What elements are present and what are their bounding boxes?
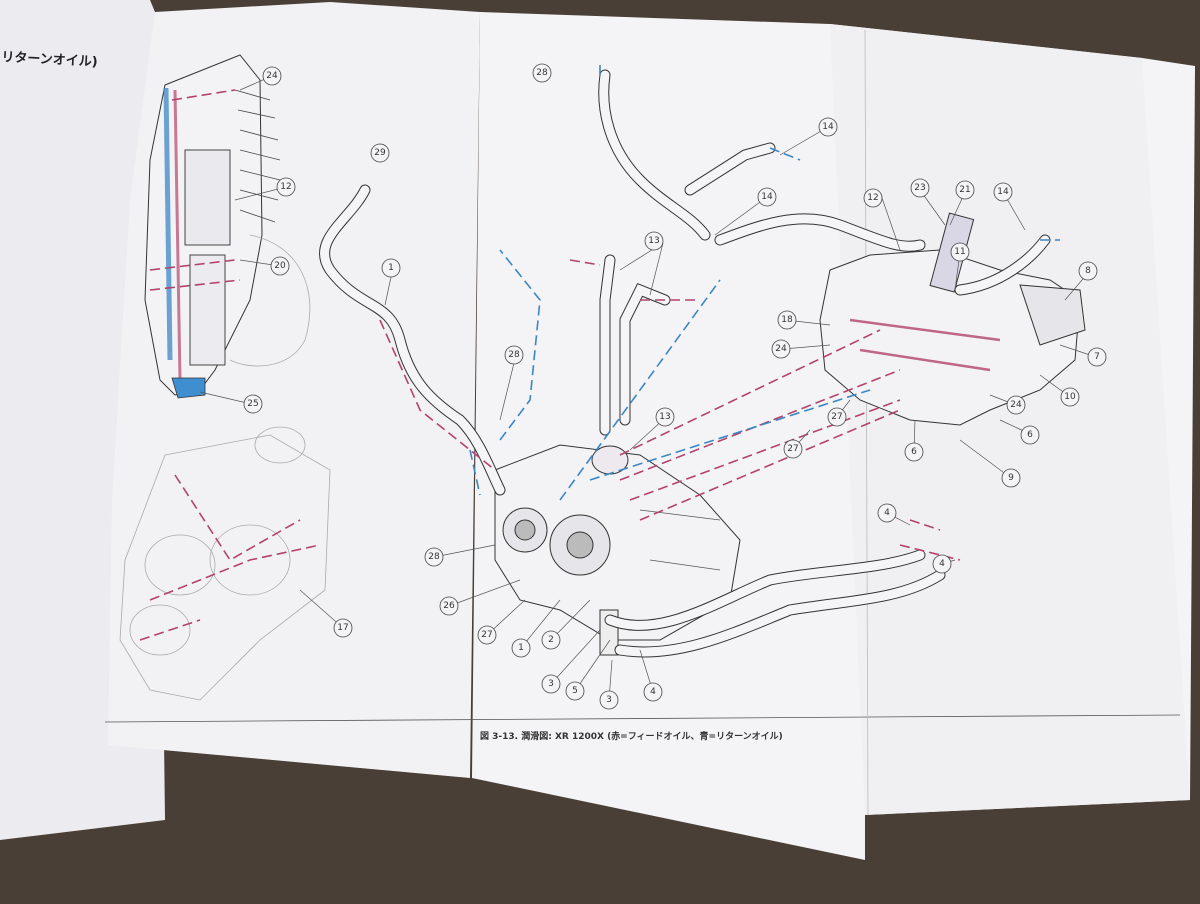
callout-11: 11 (950, 242, 970, 262)
leader-lines (199, 75, 1097, 701)
svg-text:6: 6 (911, 447, 917, 457)
callout-27-mid: 27 (783, 439, 803, 459)
callout-5: 5 (565, 681, 585, 701)
callout-28-top: 28 (532, 63, 552, 83)
svg-text:14: 14 (761, 192, 773, 202)
svg-text:12: 12 (280, 182, 291, 192)
crankcase (494, 444, 741, 656)
callout-8: 8 (1078, 261, 1098, 281)
callout-6-right: 6 (1020, 425, 1040, 445)
svg-text:13: 13 (659, 412, 670, 422)
svg-text:5: 5 (572, 686, 578, 696)
callout-28-mid: 28 (504, 345, 524, 365)
callout-12-right: 12 (863, 188, 883, 208)
callout-24-mid: 24 (771, 339, 791, 359)
callout-6-mid: 6 (904, 442, 924, 462)
callout-7: 7 (1087, 347, 1107, 367)
callout-1-upper: 1 (381, 258, 401, 278)
svg-text:29: 29 (374, 148, 386, 158)
svg-text:10: 10 (1064, 392, 1076, 402)
callout-10: 10 (1060, 387, 1080, 407)
svg-text:20: 20 (274, 261, 286, 271)
callout-9: 9 (1001, 468, 1021, 488)
callout-29: 29 (370, 143, 390, 163)
callout-12-left: 12 (276, 177, 296, 197)
svg-text:28: 28 (508, 350, 520, 360)
callout-18: 18 (777, 310, 797, 330)
page-fold (864, 29, 869, 816)
svg-text:21: 21 (959, 185, 970, 195)
svg-text:2: 2 (548, 635, 554, 645)
oil-flow-lines (379, 60, 1060, 561)
svg-text:7: 7 (1094, 352, 1100, 362)
svg-text:27: 27 (787, 444, 798, 454)
callout-25: 25 (243, 394, 263, 414)
svg-text:24: 24 (775, 344, 787, 354)
fold-panel (830, 24, 1190, 815)
svg-text:14: 14 (822, 122, 834, 132)
svg-text:18: 18 (781, 315, 793, 325)
svg-text:28: 28 (536, 68, 548, 78)
svg-text:27: 27 (831, 412, 842, 422)
svg-text:26: 26 (443, 601, 455, 611)
callout-26: 26 (439, 596, 459, 616)
cylinder-section (144, 54, 311, 399)
svg-text:4: 4 (939, 559, 945, 569)
svg-text:9: 9 (1008, 473, 1014, 483)
callout-1-low: 1 (511, 638, 531, 658)
svg-text:25: 25 (247, 399, 258, 409)
svg-text:1: 1 (388, 263, 394, 273)
callout-27-low: 27 (477, 625, 497, 645)
callout-13-upper: 13 (644, 231, 664, 251)
callout-14-b: 14 (757, 187, 777, 207)
callout-14-a: 14 (818, 117, 838, 137)
svg-text:3: 3 (548, 679, 554, 689)
svg-text:1: 1 (518, 643, 524, 653)
callout-20: 20 (270, 256, 290, 276)
svg-text:13: 13 (648, 236, 659, 246)
svg-text:11: 11 (954, 247, 965, 257)
svg-text:17: 17 (337, 623, 348, 633)
callout-24-left: 24 (262, 66, 282, 86)
svg-text:4: 4 (884, 508, 890, 518)
callout-21: 21 (955, 180, 975, 200)
callout-23: 23 (910, 178, 930, 198)
callout-28-low: 28 (424, 547, 444, 567)
callout-4-b: 4 (932, 554, 952, 574)
callout-24-right: 24 (1006, 395, 1026, 415)
cylinder-head-ghost (119, 426, 331, 701)
callout-4-c: 4 (643, 682, 663, 702)
callout-2: 2 (541, 630, 561, 650)
svg-text:6: 6 (1027, 430, 1033, 440)
crankcase-right (819, 212, 1086, 426)
callout-13-lower: 13 (655, 407, 675, 427)
svg-text:14: 14 (997, 187, 1009, 197)
hoses (319, 69, 1051, 658)
callout-3-b: 3 (599, 690, 619, 710)
callout-3-a: 3 (541, 674, 561, 694)
callout-14-c: 14 (993, 182, 1013, 202)
callout-17: 17 (333, 618, 353, 638)
svg-text:4: 4 (650, 687, 656, 697)
callouts: 29 1 28 28 13 13 14 14 14 12 23 21 11 8 … (243, 63, 1107, 710)
svg-text:12: 12 (867, 193, 878, 203)
caption-rule (104, 714, 1181, 723)
callout-27-right: 27 (827, 407, 847, 427)
svg-text:8: 8 (1085, 266, 1091, 276)
svg-text:24: 24 (1010, 400, 1022, 410)
svg-text:28: 28 (428, 552, 440, 562)
callout-4-a: 4 (877, 503, 897, 523)
svg-text:24: 24 (266, 71, 278, 81)
svg-text:23: 23 (914, 183, 925, 193)
figure-caption: 図 3-13. 潤滑図: XR 1200X (赤=フィードオイル、青=リターンオ… (480, 732, 783, 742)
svg-text:27: 27 (481, 630, 492, 640)
svg-text:3: 3 (606, 695, 612, 705)
